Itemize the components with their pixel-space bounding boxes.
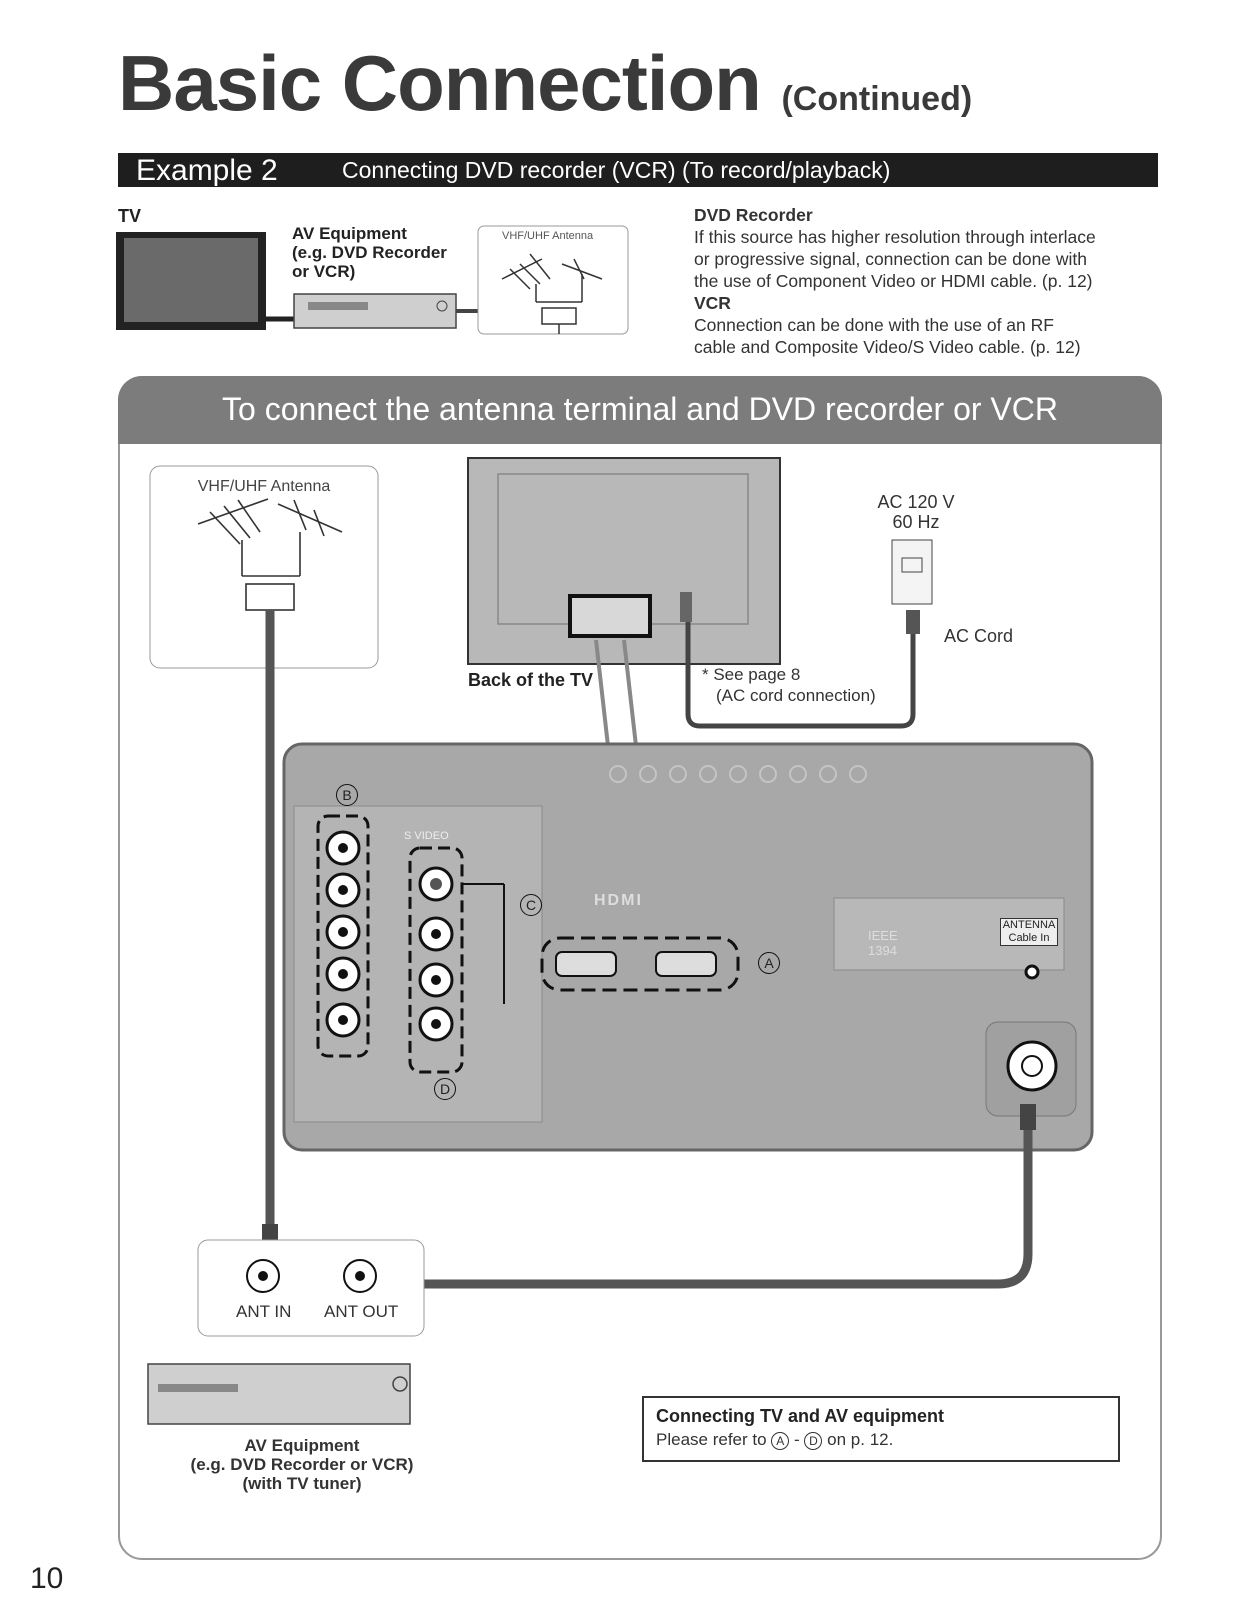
top-antenna-box [477, 225, 629, 335]
note-marker-a: A [771, 1432, 790, 1450]
top-av-equipment-label: AV Equipment (e.g. DVD Recorder or VCR) [292, 224, 447, 281]
note-heading: Connecting TV and AV equipment [656, 1406, 944, 1426]
top-antenna-icon [501, 253, 603, 334]
ieee-label: IEEE 1394 [868, 928, 898, 958]
example-bar: Example 2 Connecting DVD recorder (VCR) … [118, 153, 1158, 187]
note-box: Connecting TV and AV equipment Please re… [642, 1396, 1120, 1462]
marker-d: D [434, 1078, 456, 1100]
ant-in-label: ANT IN [236, 1302, 292, 1321]
ac-cord-label: AC Cord [944, 626, 1014, 646]
video-jacks [418, 866, 454, 1042]
hdmi-label: HDMI [594, 892, 643, 909]
vcr-heading: VCR [694, 293, 731, 313]
note-text: Please refer to A - D on p. 12. [656, 1430, 894, 1450]
av-equipment-illustration [293, 293, 457, 329]
marker-d-group [408, 846, 464, 1074]
ant-out-label: ANT OUT [324, 1302, 399, 1321]
marker-c: C [520, 894, 542, 916]
page-number: 10 [30, 1562, 64, 1595]
marker-b: B [336, 784, 358, 806]
s-video-label: S VIDEO [404, 830, 449, 842]
marker-a: A [758, 952, 780, 974]
tv-antenna-connector [1020, 1104, 1036, 1130]
power-label: AC 120 V 60 Hz [877, 492, 955, 532]
ac-plug [906, 610, 920, 634]
example-label: Example 2 [136, 154, 278, 187]
marker-b-group [316, 814, 370, 1058]
dvd-recorder-heading: DVD Recorder [694, 205, 813, 225]
marker-a-group [540, 936, 740, 992]
note-marker-d: D [804, 1432, 823, 1450]
hdmi-port-1 [555, 951, 617, 977]
title-main: Basic Connection [118, 39, 762, 127]
page-title: Basic Connection (Continued) [118, 38, 972, 129]
top-antenna-label: VHF/UHF Antenna [502, 230, 594, 242]
ac-cord [685, 622, 916, 729]
top-connection-diagram [116, 225, 629, 335]
example-subtitle: Connecting DVD recorder (VCR) (To record… [342, 157, 891, 183]
section-banner: To connect the antenna terminal and DVD … [118, 376, 1162, 444]
hdmi-port-2 [655, 951, 717, 977]
av-equipment-label: AV Equipment (e.g. DVD Recorder or VCR) … [190, 1436, 414, 1493]
component-jacks [325, 830, 361, 1038]
dvd-recorder-info: DVD Recorder If this source has higher r… [694, 204, 1154, 358]
see-page-note: * See page 8 (AC cord connection) [702, 665, 876, 705]
title-suffix: (Continued) [781, 80, 973, 118]
back-of-tv-label: Back of the TV [468, 670, 594, 690]
antenna-cable-in-label: ANTENNA Cable In [1000, 918, 1058, 946]
main-connection-diagram [147, 457, 1094, 1425]
antenna-label: VHF/UHF Antenna [197, 478, 331, 495]
av-equipment-main-illustration [147, 1363, 411, 1425]
antenna-box [149, 465, 379, 669]
rf-cable [418, 1104, 1033, 1289]
tv-label: TV [118, 206, 142, 226]
tv-terminal-highlight [568, 594, 652, 638]
antenna-jack [1006, 1040, 1058, 1092]
antenna-icon [197, 498, 343, 611]
